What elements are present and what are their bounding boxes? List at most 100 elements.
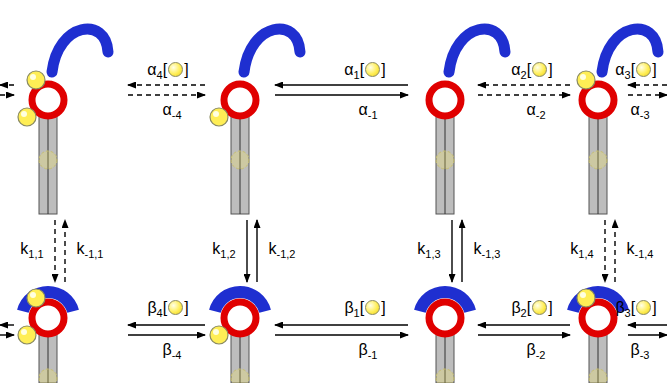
reaction-arrow [256, 220, 257, 282]
hidden-ball [589, 151, 607, 169]
reaction-arrow [54, 220, 55, 282]
hidden-ball [231, 369, 249, 383]
blue-cap [215, 292, 265, 311]
stem-helix [231, 114, 249, 214]
reaction-arrow [0, 84, 14, 85]
reaction-arrow [604, 220, 605, 282]
rate-symbol: α [344, 61, 353, 78]
rate-subscript: 1,4 [578, 248, 593, 260]
reaction-arrow [478, 84, 570, 85]
ball-highlight [21, 111, 27, 117]
rate-subscript: 1,1 [28, 248, 43, 260]
rate-subscript: -1,1 [85, 248, 104, 260]
rate-subscript: -3 [640, 349, 650, 361]
reaction-arrow [628, 84, 667, 85]
rate-subscript: -2 [536, 349, 546, 361]
bracket: [ [631, 299, 635, 316]
rate-constant: β-4 [163, 340, 182, 365]
hidden-ball [589, 369, 607, 383]
ligand-symbol [365, 300, 380, 315]
reaction-arrow [478, 324, 570, 325]
rate-constant: k1,4 [570, 239, 593, 264]
rate-constant: α1[] [344, 60, 385, 85]
ligand-ball [27, 71, 45, 89]
reaction-arrow [128, 84, 205, 85]
rate-symbol: α [630, 101, 639, 118]
rate-subscript: 3 [625, 69, 631, 81]
ball-highlight [580, 74, 586, 80]
rate-subscript: 4 [157, 307, 163, 319]
rate-symbol: β [344, 299, 353, 316]
reaction-arrow [275, 324, 408, 325]
rate-subscript: 1,3 [425, 248, 440, 260]
rate-constant: k-1,3 [474, 239, 501, 264]
stem-helix [436, 114, 454, 214]
rate-symbol: α [615, 61, 624, 78]
red-loop [429, 84, 461, 116]
rate-symbol: k [570, 240, 578, 257]
rate-subscript: -3 [640, 109, 650, 121]
reaction-arrow [461, 220, 462, 282]
hidden-ball [39, 369, 57, 383]
bracket: [ [163, 299, 167, 316]
ligand-ball [18, 108, 36, 126]
rate-symbol: α [162, 101, 171, 118]
blue-strand [449, 29, 505, 72]
hidden-ball [39, 151, 57, 169]
rate-symbol: β [527, 341, 536, 358]
rate-constant: k1,1 [20, 239, 43, 264]
ligand-ball [18, 326, 36, 344]
ligand-ball [577, 71, 595, 89]
bracket: [ [163, 61, 167, 78]
reaction-arrow [628, 94, 667, 95]
ligand-ball [577, 289, 595, 307]
red-loop [224, 302, 256, 334]
rate-constant: β-1 [359, 340, 378, 365]
hidden-ball [231, 151, 249, 169]
rate-symbol: k [417, 240, 425, 257]
ligand-ball [210, 108, 228, 126]
rate-constant: β-2 [527, 340, 546, 365]
rate-symbol: β [615, 299, 624, 316]
reaction-arrow [275, 84, 408, 85]
rate-constant: α-1 [358, 100, 377, 125]
rate-constant: k-1,4 [627, 239, 654, 264]
rate-constant: k-1,2 [269, 239, 296, 264]
rate-subscript: -1 [368, 109, 378, 121]
bracket: ] [548, 299, 552, 316]
ball-highlight [21, 329, 27, 335]
bracket: [ [631, 61, 635, 78]
rate-symbol: α [358, 101, 367, 118]
ligand-symbol [636, 300, 651, 315]
ligand-symbol [636, 62, 651, 77]
ball-highlight [30, 292, 36, 298]
rate-symbol: k [212, 240, 220, 257]
bracket: [ [527, 299, 531, 316]
bracket: ] [652, 61, 656, 78]
rate-symbol: k [627, 240, 635, 257]
reaction-arrow [275, 94, 408, 95]
bracket: [ [360, 61, 364, 78]
reaction-arrow [478, 334, 570, 335]
rate-subscript: -1 [368, 349, 378, 361]
rate-symbol: α [147, 61, 156, 78]
reaction-arrow [478, 94, 570, 95]
rate-symbol: β [359, 341, 368, 358]
ligand-symbol [168, 62, 183, 77]
ligand-symbol [532, 62, 547, 77]
rate-symbol: α [511, 61, 520, 78]
reaction-arrow [0, 334, 14, 335]
rate-subscript: -2 [536, 109, 546, 121]
bracket: ] [652, 299, 656, 316]
rate-symbol: β [147, 299, 156, 316]
rate-constant: k1,2 [212, 239, 235, 264]
bracket: ] [184, 61, 188, 78]
reaction-arrow [0, 324, 14, 325]
rate-constant: α-3 [630, 100, 649, 125]
bracket: ] [381, 61, 385, 78]
blue-cap [420, 292, 470, 311]
rate-subscript: 3 [625, 307, 631, 319]
rate-constant: β2[] [511, 298, 552, 323]
rate-constant: α-4 [162, 100, 181, 125]
rate-constant: β4[] [147, 298, 188, 323]
